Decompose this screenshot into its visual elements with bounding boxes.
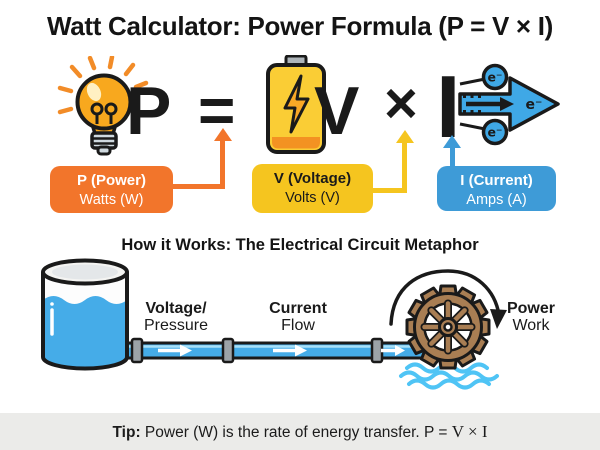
- electron-icon: [481, 118, 509, 146]
- water-circuit-diagram: [41, 258, 507, 390]
- current-connector-line: [450, 147, 455, 168]
- electron-flow-icon: e⁻ e⁻ e⁻: [458, 63, 560, 146]
- tip-text: Power (W) is the rate of energy transfer…: [144, 424, 420, 441]
- water-tank-icon: [41, 258, 129, 371]
- voltage-pressure-label-line2: Pressure: [143, 317, 209, 334]
- power-label-unit: Watts (W): [79, 192, 144, 208]
- electron-label: e⁻: [487, 125, 502, 140]
- current-flow-label-line1: Current: [269, 300, 327, 317]
- battery-icon: [266, 55, 326, 154]
- voltage-connector-line: [370, 188, 407, 193]
- water-wheel-icon: [407, 286, 489, 368]
- power-connector-line: [220, 140, 225, 186]
- voltage-label-title: V (Voltage): [273, 170, 352, 187]
- voltage-label-unit: Volts (V): [285, 190, 340, 206]
- light-rays: [57, 56, 149, 115]
- power-label-title: P (Power): [77, 172, 146, 189]
- filament: [90, 102, 118, 124]
- power-work-label: Power Work: [476, 300, 586, 334]
- page-title: Watt Calculator: Power Formula (P = V × …: [46, 11, 554, 41]
- voltage-label-box: V (Voltage) Volts (V): [252, 164, 373, 213]
- power-work-label-line2: Work: [512, 317, 550, 334]
- electron-icon: [481, 63, 509, 91]
- current-label-title: I (Current): [460, 172, 533, 189]
- formula-times-sign: ×: [384, 71, 418, 136]
- formula-letter-p: P: [126, 73, 172, 149]
- voltage-connector-arrowhead: [396, 130, 414, 143]
- tip-bar: Tip: Power (W) is the rate of energy tra…: [0, 413, 600, 450]
- lightbulb-icon: [57, 56, 149, 156]
- voltage-pressure-label: Voltage/ Pressure: [121, 300, 231, 334]
- rotation-arrow: [389, 269, 507, 329]
- current-label-box: I (Current) Amps (A): [437, 166, 556, 211]
- current-flow-label: Current Flow: [243, 300, 353, 334]
- electron-label: e⁻: [487, 70, 502, 85]
- formula-letter-v: V: [314, 73, 360, 149]
- voltage-connector-line: [402, 142, 407, 192]
- current-label-unit: Amps (A): [466, 192, 527, 208]
- tip-formula-prefix: P =: [424, 424, 448, 441]
- power-work-label-line1: Power: [506, 300, 555, 317]
- flow-arrows: [158, 344, 405, 357]
- pipe-flanges: [130, 337, 384, 364]
- power-connector-arrowhead: [214, 128, 232, 141]
- power-connector-line: [172, 184, 225, 189]
- power-label-box: P (Power) Watts (W): [50, 166, 173, 213]
- tip-label: Tip:: [112, 424, 141, 441]
- voltage-pressure-label-line1: Voltage/: [145, 300, 207, 317]
- tip-formula-math: V × I: [451, 422, 488, 441]
- lightning-bolt-icon: [283, 74, 310, 134]
- section-heading: How it Works: The Electrical Circuit Met…: [121, 236, 479, 254]
- current-connector-arrowhead: [443, 135, 461, 148]
- electron-label: e⁻: [526, 97, 543, 113]
- current-flow-label-line2: Flow: [281, 317, 315, 334]
